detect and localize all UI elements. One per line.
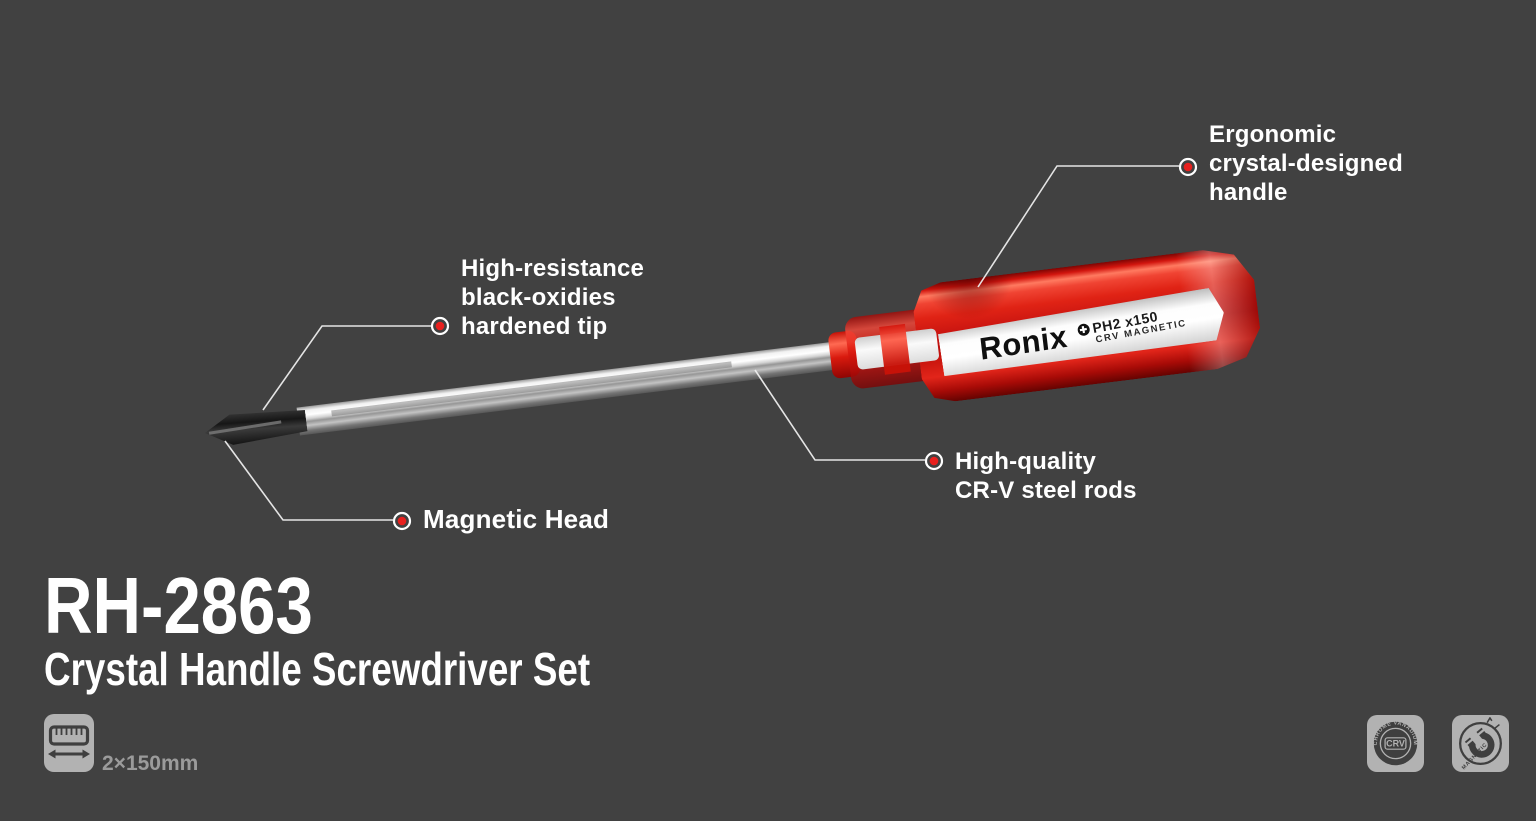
spark-marks [1486, 717, 1500, 729]
callout-line-rod [754, 369, 925, 461]
callout-line-ergonomic [977, 165, 1179, 288]
magnet-icon [1464, 727, 1495, 758]
callout-label-steel-rods: High-quality CR-V steel rods [955, 448, 1137, 504]
callout-dot [430, 316, 450, 336]
size-spec-text: 2×150mm [102, 752, 199, 775]
callout-dot [1178, 157, 1198, 177]
callout-line-magnetic [224, 440, 393, 521]
crv-badge-text: CRV [1386, 739, 1405, 749]
product-name-subtitle: Crystal Handle Screwdriver Set [44, 643, 591, 695]
ruler-icon [44, 714, 94, 772]
callout-dots [392, 157, 1198, 531]
callout-label-ergonomic-handle: Ergonomic crystal-designed handle [1209, 121, 1403, 206]
callout-line-tip [262, 325, 431, 411]
callout-dot [924, 451, 944, 471]
callout-dot [392, 511, 412, 531]
crv-badge-icon: CHROME VANADIUM CRV [1367, 715, 1424, 772]
callout-label-hardened-tip: High-resistance black-oxidies hardened t… [461, 255, 645, 340]
callout-label-magnetic-head: Magnetic Head [423, 504, 610, 534]
product-model-title: RH-2863 [44, 561, 313, 650]
magnet-badge-icon: MAGNETIC [1452, 715, 1509, 772]
